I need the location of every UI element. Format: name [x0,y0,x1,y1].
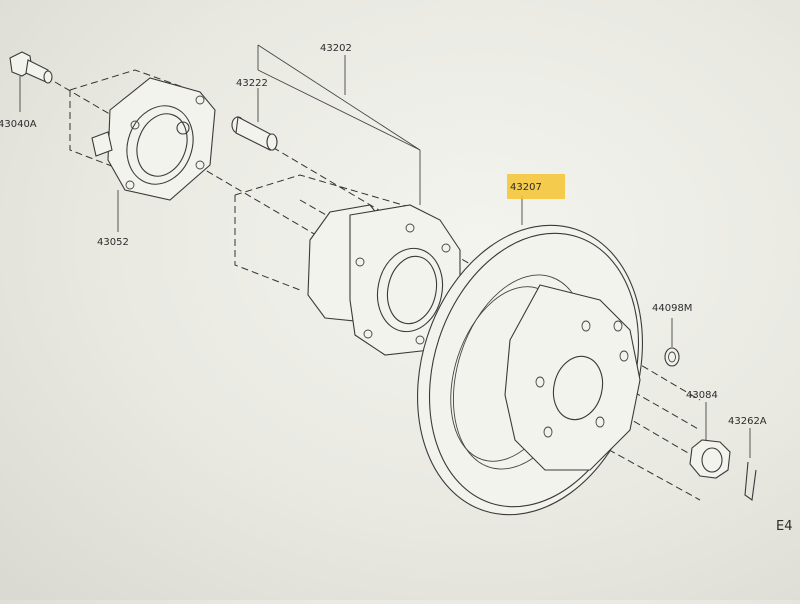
label-43084: 43084 [686,390,718,401]
figure-code: E4 [776,519,793,534]
hub-assembly-43202 [307,204,461,356]
label-43207: 43207 [510,182,542,193]
label-44098m: 44098M [652,303,692,314]
nut-43084 [689,402,731,479]
bolt-43040a [9,51,53,112]
label-43052: 43052 [97,237,129,248]
bearing-housing-43052 [91,77,216,232]
brake-rotor-43207 [417,196,643,516]
hub-assembly-bracket [257,44,421,205]
cotter-pin-43262a [744,428,757,501]
label-43222: 43222 [236,78,268,89]
washer-44098m [664,318,680,367]
part-highlight [507,174,565,199]
label-43202: 43202 [320,43,352,54]
stud-43222 [231,88,278,151]
label-43262a: 43262A [728,416,767,427]
label-43040a: 43040A [0,119,37,130]
